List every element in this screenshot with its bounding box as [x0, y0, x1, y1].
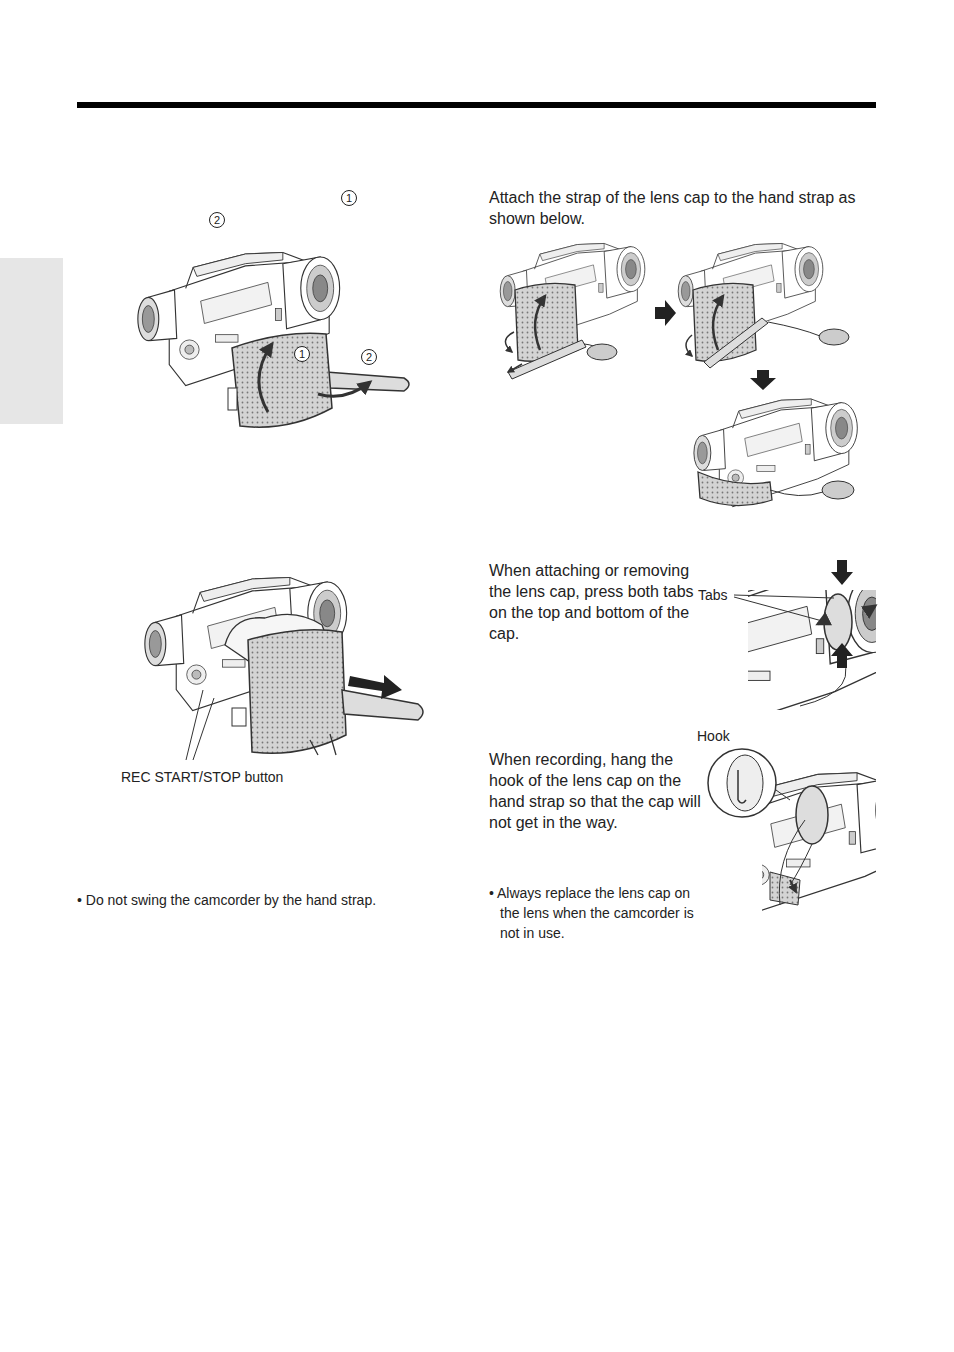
camcorder: [762, 773, 876, 913]
camcorder: [694, 399, 857, 507]
cap-strap-figures: [500, 243, 857, 506]
top-rule: [77, 102, 876, 108]
part-label: Hook: [697, 726, 730, 746]
hook-figure: [705, 749, 917, 912]
instruction-text: When recording, hang the hook of the len…: [489, 749, 701, 833]
strap-figure: [138, 252, 409, 427]
camcorder: [748, 590, 876, 710]
part-label: REC START/STOP button: [121, 767, 283, 787]
instruction-text: Attach the strap of the lens cap to the …: [489, 187, 857, 229]
note-text: • Do not swing the camcorder by the hand…: [77, 890, 457, 910]
callout-number: 1: [341, 190, 357, 206]
callout-number: 2: [361, 349, 377, 365]
callout-number: 1: [294, 346, 310, 362]
side-tab: [0, 258, 63, 424]
note-text: • Always replace the lens cap on the len…: [489, 883, 704, 943]
part-label: Tabs: [698, 585, 728, 605]
callout-number: 2: [209, 212, 225, 228]
instruction-text: When attaching or removing the lens cap,…: [489, 560, 694, 644]
hold-figure: [145, 577, 423, 760]
